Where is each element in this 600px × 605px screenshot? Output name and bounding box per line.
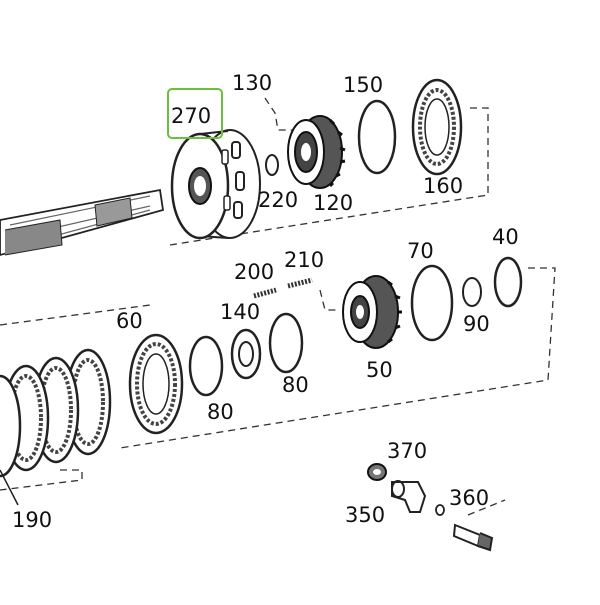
- part-140-washer-icon[interactable]: [230, 328, 262, 380]
- part-200-spring-icon[interactable]: [253, 287, 277, 299]
- label-160[interactable]: 160: [423, 174, 463, 198]
- label-80-left[interactable]: 80: [207, 400, 234, 424]
- label-210[interactable]: 210: [284, 248, 324, 272]
- part-90-ring-icon[interactable]: [462, 277, 482, 307]
- part-150-ring-icon[interactable]: [357, 99, 397, 175]
- label-120[interactable]: 120: [313, 191, 353, 215]
- part-120-gear-icon[interactable]: [287, 115, 346, 189]
- label-140[interactable]: 140: [220, 300, 260, 324]
- part-70-ring-icon[interactable]: [410, 264, 454, 342]
- label-190[interactable]: 190: [12, 508, 52, 532]
- label-200[interactable]: 200: [234, 260, 274, 284]
- label-350[interactable]: 350: [345, 503, 385, 527]
- selected-part-highlight: [167, 88, 223, 139]
- part-40-ring-icon[interactable]: [493, 256, 523, 308]
- label-70[interactable]: 70: [407, 239, 434, 263]
- part-220-ring-icon[interactable]: [265, 154, 279, 176]
- bolt-icon: [452, 523, 494, 552]
- part-labels: 270 130 150 160 220 120 200 210 70 40 60…: [12, 71, 519, 532]
- label-220[interactable]: 220: [258, 188, 298, 212]
- part-80-ring-left-icon[interactable]: [188, 335, 224, 397]
- label-150[interactable]: 150: [343, 73, 383, 97]
- label-80-right[interactable]: 80: [282, 373, 309, 397]
- part-360-ring-icon[interactable]: [435, 504, 445, 516]
- part-210-spring-icon[interactable]: [287, 277, 313, 289]
- label-370[interactable]: 370: [387, 439, 427, 463]
- part-350-lever-icon[interactable]: [391, 480, 427, 513]
- label-60[interactable]: 60: [116, 309, 143, 333]
- part-370-nut-icon[interactable]: [367, 463, 387, 481]
- label-130[interactable]: 130: [232, 71, 272, 95]
- label-40[interactable]: 40: [492, 225, 519, 249]
- label-50[interactable]: 50: [366, 358, 393, 382]
- label-90[interactable]: 90: [463, 312, 490, 336]
- part-60-clutch-disc-icon[interactable]: [128, 333, 184, 435]
- main-shaft-icon: [0, 188, 165, 256]
- label-270[interactable]: 270: [171, 104, 211, 128]
- part-270-planet-carrier-icon[interactable]: [170, 129, 261, 240]
- part-160-clutch-disc-icon[interactable]: [411, 78, 463, 176]
- assembly-guide-lines: [0, 97, 556, 516]
- part-80-ring-right-icon[interactable]: [268, 312, 304, 374]
- part-190-clutch-pack-icon[interactable]: [0, 348, 112, 506]
- part-50-gear-icon[interactable]: [342, 275, 402, 349]
- label-360[interactable]: 360: [449, 486, 489, 510]
